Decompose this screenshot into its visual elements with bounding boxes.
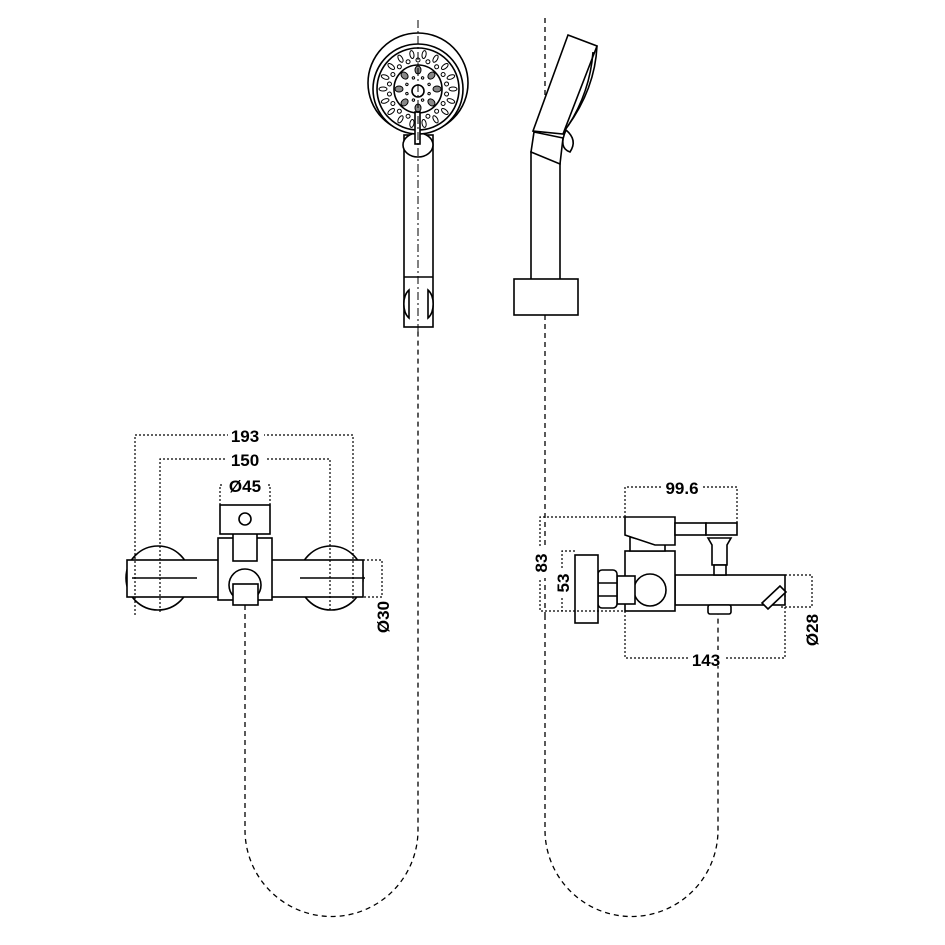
nozzle [432, 85, 442, 93]
nozzle [405, 91, 409, 96]
nozzle [444, 91, 450, 97]
dim-83: 83 [532, 554, 551, 573]
nozzle [427, 98, 436, 107]
dim-53: 53 [554, 574, 573, 593]
nozzle [387, 108, 396, 115]
nozzle [425, 59, 431, 65]
dim-d45: Ø45 [229, 477, 261, 496]
nozzle [440, 101, 446, 106]
nozzle [390, 101, 396, 106]
nozzle [409, 119, 415, 128]
mixer-front [125, 504, 365, 611]
nozzle [400, 71, 409, 80]
nozzle [397, 54, 404, 63]
nozzle [380, 74, 390, 80]
nozzle [444, 81, 450, 87]
nozzle [409, 50, 415, 59]
nozzle [405, 113, 411, 119]
nozzle [405, 82, 409, 87]
hand-shower-side [513, 33, 599, 316]
nozzle [397, 115, 404, 124]
nozzle [448, 86, 458, 92]
hose-front [244, 327, 419, 918]
nozzle [411, 76, 416, 80]
nozzle [427, 71, 436, 80]
dim-d30: Ø30 [374, 601, 393, 633]
nozzle [387, 63, 396, 70]
side-dimensions: 99.6 143 83 53 Ø28 [532, 479, 822, 670]
nozzle [425, 113, 431, 119]
nozzle [394, 85, 404, 93]
nozzle [440, 63, 449, 70]
nozzle [427, 82, 431, 87]
nozzle [421, 50, 427, 59]
nozzle [390, 72, 396, 77]
dim-150: 150 [231, 451, 259, 470]
nozzle [420, 98, 425, 102]
dim-143: 143 [692, 651, 720, 670]
nozzle [421, 119, 427, 128]
nozzle [432, 54, 439, 63]
nozzle [420, 76, 425, 80]
nozzle [446, 98, 456, 104]
nozzle [446, 74, 456, 80]
dim-d28: Ø28 [803, 614, 822, 646]
nozzle [386, 91, 392, 97]
nozzle [432, 115, 439, 124]
mixer-side [574, 516, 788, 624]
nozzle [378, 86, 388, 92]
dim-193: 193 [231, 427, 259, 446]
nozzle [396, 108, 402, 114]
hose-side [544, 614, 719, 918]
nozzle [380, 98, 390, 104]
dim-99-6: 99.6 [665, 479, 698, 498]
nozzle [400, 98, 409, 107]
nozzle [396, 64, 402, 70]
hand-shower-front [367, 20, 469, 335]
nozzle [405, 59, 411, 65]
nozzle [434, 64, 440, 70]
nozzle [427, 91, 431, 96]
front-dimensions: 193 150 Ø45 Ø30 [134, 427, 393, 633]
nozzle [386, 81, 392, 87]
nozzle [434, 108, 440, 114]
nozzle [411, 98, 416, 102]
nozzle [440, 108, 449, 115]
nozzle [440, 72, 446, 77]
